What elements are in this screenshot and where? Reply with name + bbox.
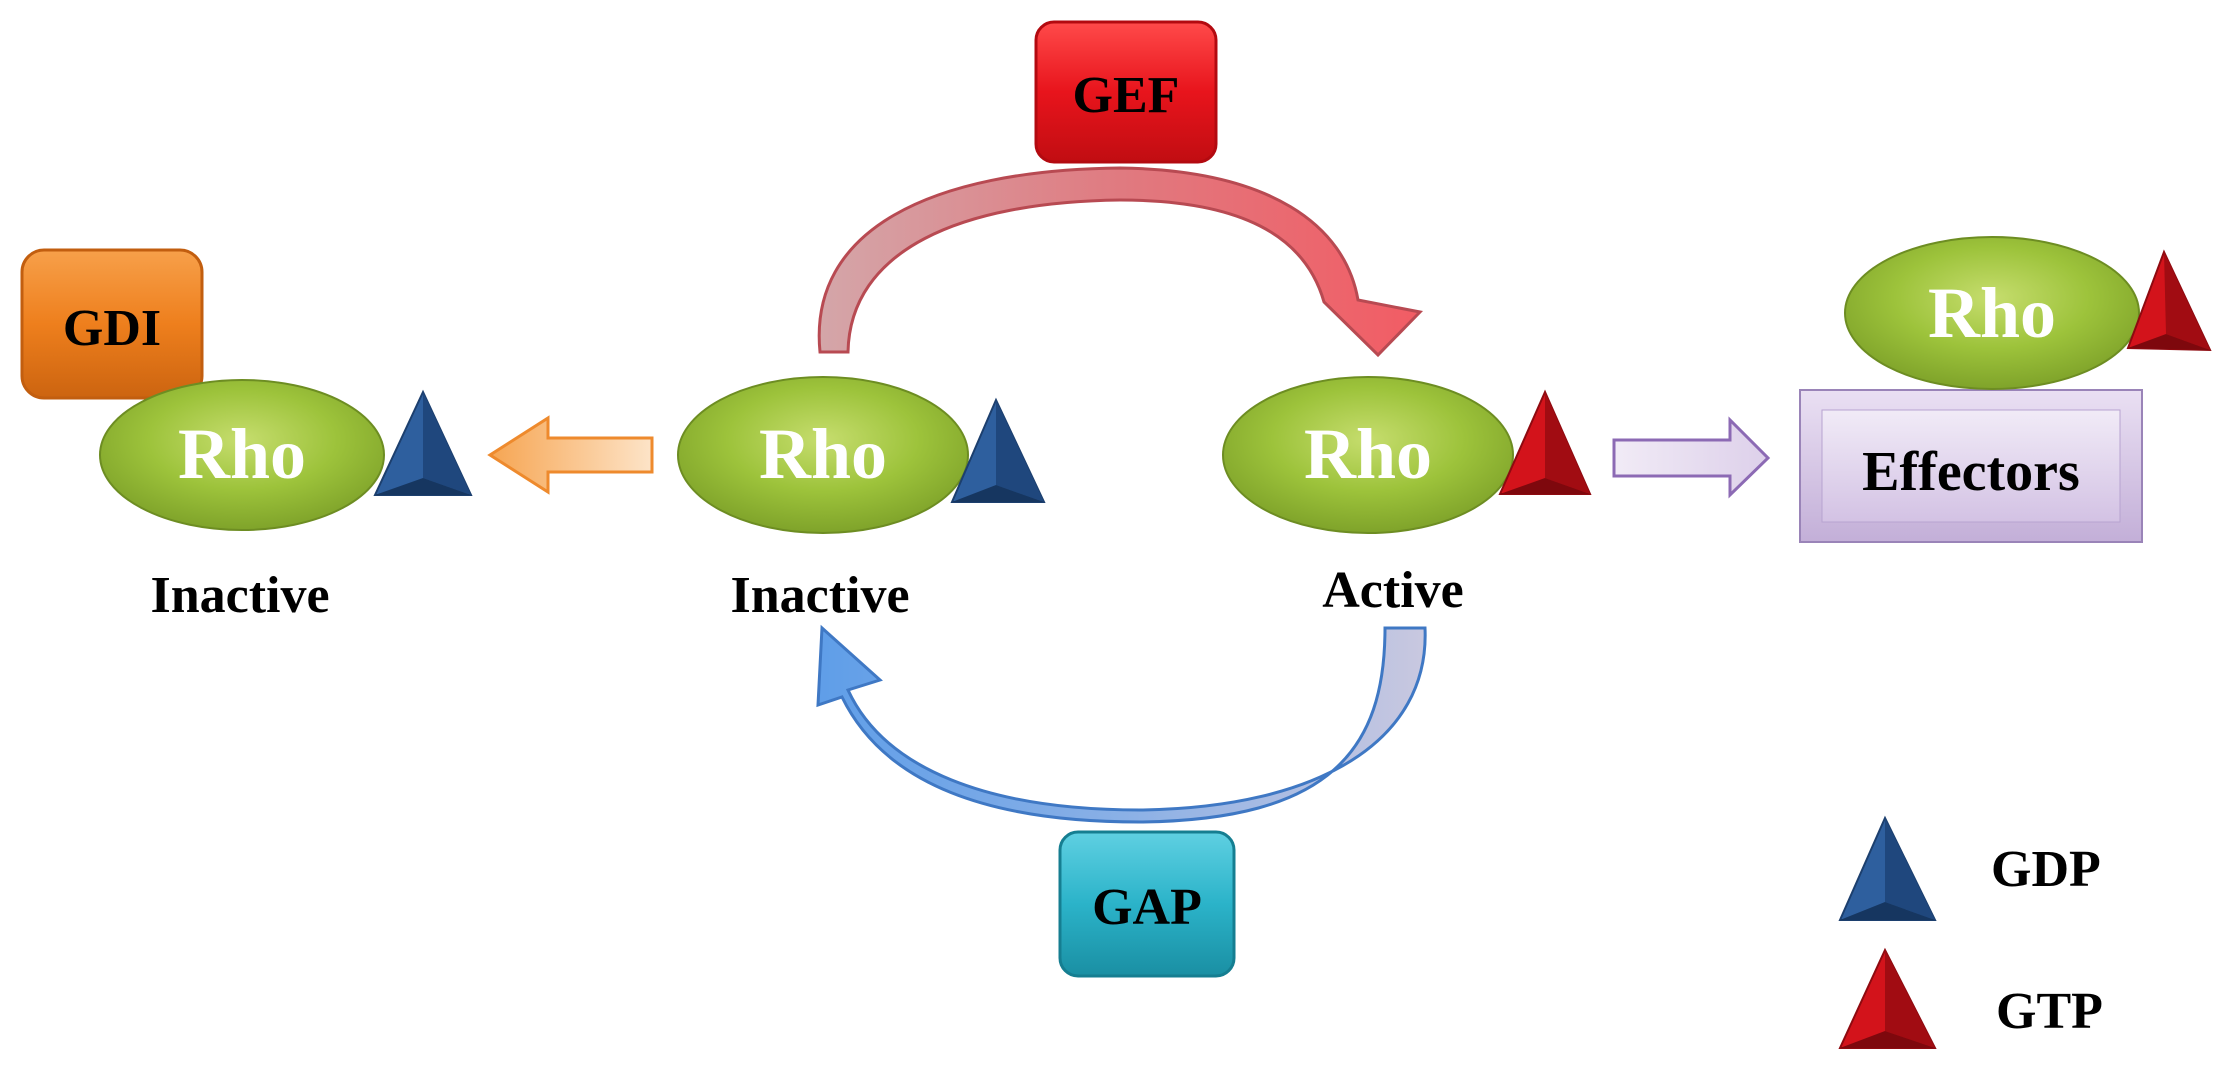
gtp-triangle-icon: [2126, 249, 2212, 352]
state-label-active: Active: [1322, 562, 1463, 619]
rho-active-label: Rho: [1304, 414, 1432, 494]
gdi-box: GDI: [20, 248, 204, 400]
gtp-triangle-icon: [1498, 389, 1592, 495]
gdp-triangle-icon: [950, 397, 1046, 503]
rho-effector-label: Rho: [1928, 273, 2056, 353]
gap-box: GAP: [1058, 830, 1236, 978]
effector-signaling-arrow: [1612, 416, 1771, 499]
gef-box: GEF: [1034, 20, 1218, 164]
gdp-triangle-icon: [373, 389, 473, 496]
legend-gdp-label: GDP: [1991, 841, 2101, 898]
gef-activation-arrow: [817, 166, 1424, 358]
gdi-sequestration-arrow: [487, 415, 654, 495]
rho-inactive-label: Rho: [759, 414, 887, 494]
legend-gtp-icon: [1838, 947, 1937, 1049]
legend-gtp-label: GTP: [1996, 983, 2103, 1040]
effectors-box: Effectors: [1799, 389, 2143, 543]
gap-label: GAP: [1092, 879, 1202, 936]
gdi-label: GDI: [63, 300, 161, 357]
rho-gdi-complex: Rho: [99, 379, 473, 531]
legend: GDP GTP: [1838, 815, 2103, 1049]
rho-gdi-label: Rho: [178, 414, 306, 494]
gap-inactivation-arrow: [816, 624, 1427, 824]
gef-label: GEF: [1073, 67, 1180, 124]
rho-effector-complex: Rho: [1844, 236, 2212, 390]
rho-active: Rho: [1222, 376, 1592, 534]
effectors-label: Effectors: [1862, 441, 2080, 503]
rho-inactive: Rho: [677, 376, 1046, 534]
state-label-inactive: Inactive: [730, 567, 909, 624]
legend-gdp-icon: [1838, 815, 1937, 921]
state-label-inactive-gdi: Inactive: [150, 567, 329, 624]
